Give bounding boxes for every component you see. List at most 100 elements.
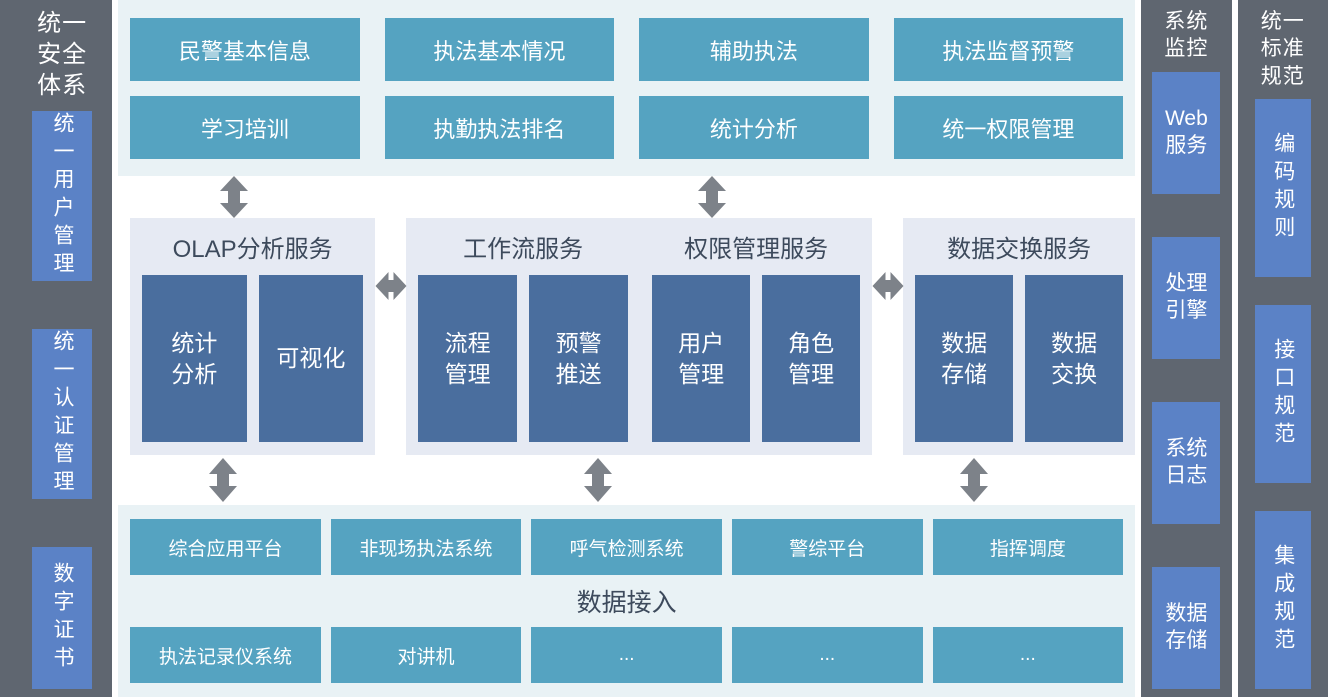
- app-box-police-basic-info[interactable]: 民警基本信息: [130, 18, 360, 81]
- service-sub-label: 数据交换: [1051, 330, 1098, 387]
- service-panel-title: 工作流服务: [463, 236, 584, 263]
- service-layer: OLAP分析服务 统计分析 可视化 工作流服务: [118, 218, 1136, 455]
- sidebar-item-label: 统一认证管理: [51, 329, 74, 498]
- data-source-walkie-talkie[interactable]: 对讲机: [330, 627, 522, 683]
- app-box-assisted-enforcement[interactable]: 辅助执法: [639, 18, 869, 81]
- sidebar-item-digital-certificate[interactable]: 数字证书: [32, 547, 92, 689]
- arrow-band-lower: [118, 455, 1136, 505]
- sidebar-item-label: 统一用户管理: [51, 111, 74, 280]
- service-panel-data-exchange: 数据交换服务 数据存储 数据交换: [903, 218, 1136, 455]
- monitor-item-data-storage[interactable]: 数据存储: [1152, 566, 1221, 689]
- data-source-placeholder-3[interactable]: ...: [932, 627, 1124, 683]
- service-sub-user-mgmt[interactable]: 用户管理: [652, 275, 751, 442]
- data-source-police-platform[interactable]: 警综平台: [731, 519, 923, 575]
- service-sub-label: 数据存储: [941, 330, 988, 387]
- divider-right-2: [1231, 0, 1238, 697]
- service-sub-label: 预警推送: [555, 330, 602, 387]
- data-source-label: ...: [819, 644, 836, 665]
- service-sub-visualization[interactable]: 可视化: [258, 275, 364, 442]
- service-panel-title: 数据交换服务: [947, 236, 1092, 263]
- data-source-breath-test-system[interactable]: 呼气检测系统: [531, 519, 722, 575]
- monitor-item-system-log[interactable]: 系统日志: [1152, 401, 1221, 524]
- app-box-label: 学习培训: [200, 116, 289, 142]
- standard-item-integration-spec[interactable]: 集成规范: [1254, 510, 1311, 689]
- service-connector-1: [375, 218, 407, 455]
- service-sub-process-mgmt[interactable]: 流程管理: [418, 275, 518, 442]
- application-layer: 民警基本信息 执法基本情况 辅助执法 执法监督预警 学习培训 执勤执法排名: [118, 0, 1136, 176]
- service-sub-statistical-analysis[interactable]: 统计分析: [142, 275, 247, 442]
- service-connector-2: [872, 218, 904, 455]
- standard-sidebar-items: 编码规则 接口规范 集成规范: [1244, 90, 1322, 689]
- sidebar-item-unified-auth-mgmt[interactable]: 统一认证管理: [32, 328, 92, 499]
- app-box-label: 执法基本情况: [433, 38, 566, 64]
- standard-item-coding-rules[interactable]: 编码规则: [1254, 98, 1311, 277]
- monitor-item-label: 系统日志: [1165, 436, 1208, 487]
- sidebar-item-unified-user-mgmt[interactable]: 统一用户管理: [32, 110, 92, 281]
- data-source-label: ...: [1019, 644, 1036, 665]
- service-sub-label: 流程管理: [444, 330, 491, 387]
- service-sub-data-storage[interactable]: 数据存储: [915, 275, 1014, 442]
- standard-sidebar-title: 统一标准规范: [1260, 10, 1305, 88]
- divider-right-1: [1135, 0, 1142, 697]
- data-row-bottom: 执法记录仪系统 对讲机 ... ... ...: [130, 627, 1124, 683]
- double-arrow-vertical-icon: [960, 458, 989, 502]
- monitor-item-processing-engine[interactable]: 处理引擎: [1152, 236, 1221, 359]
- app-box-duty-enforcement-ranking[interactable]: 执勤执法排名: [384, 96, 615, 159]
- service-subs: 统计分析 可视化: [142, 268, 364, 442]
- standard-sidebar: 统一标准规范 编码规则 接口规范 集成规范: [1237, 0, 1328, 697]
- data-source-label: 综合应用平台: [168, 538, 283, 560]
- app-box-label: 执法监督预警: [942, 38, 1075, 64]
- data-source-offsite-enforcement-system[interactable]: 非现场执法系统: [330, 519, 522, 575]
- divider-left: [112, 0, 119, 697]
- application-row-2: 学习培训 执勤执法排名 统计分析 统一权限管理: [130, 96, 1124, 159]
- data-source-command-dispatch[interactable]: 指挥调度: [932, 519, 1124, 575]
- double-arrow-vertical-icon: [220, 176, 249, 218]
- left-sidebar-title: 统一安全体系: [37, 10, 88, 100]
- data-source-integrated-app-platform[interactable]: 综合应用平台: [130, 519, 321, 575]
- left-sidebar-items: 统一用户管理 统一认证管理 数字证书: [6, 102, 106, 689]
- service-sub-alert-push[interactable]: 预警推送: [529, 275, 629, 442]
- data-source-label: 非现场执法系统: [359, 538, 493, 560]
- app-box-label: 统一权限管理: [942, 116, 1075, 142]
- app-box-statistical-analysis[interactable]: 统计分析: [639, 96, 869, 159]
- left-sidebar-security: 统一安全体系 统一用户管理 统一认证管理 数字证书: [0, 0, 113, 697]
- app-box-label: 执勤执法排名: [433, 116, 566, 142]
- double-arrow-horizontal-icon: [872, 272, 904, 300]
- service-subs: 用户管理 角色管理: [652, 268, 861, 442]
- service-subs: 流程管理 预警推送: [418, 268, 629, 442]
- data-source-label: 执法记录仪系统: [158, 646, 292, 668]
- data-source-placeholder-2[interactable]: ...: [731, 627, 923, 683]
- arrow-band-upper: [118, 176, 1136, 218]
- app-box-training[interactable]: 学习培训: [130, 96, 360, 159]
- double-arrow-vertical-icon: [584, 458, 613, 502]
- data-layer: 综合应用平台 非现场执法系统 呼气检测系统 警综平台 指挥调度 数据接入 执: [118, 505, 1136, 697]
- application-row-1: 民警基本信息 执法基本情况 辅助执法 执法监督预警: [130, 18, 1124, 81]
- service-sub-label: 可视化: [276, 345, 346, 372]
- data-row-top: 综合应用平台 非现场执法系统 呼气检测系统 警综平台 指挥调度: [130, 519, 1124, 575]
- service-sub-role-mgmt[interactable]: 角色管理: [762, 275, 861, 442]
- data-source-law-enforcement-recorder-system[interactable]: 执法记录仪系统: [130, 627, 321, 683]
- service-panel-olap: OLAP分析服务 统计分析 可视化: [130, 218, 376, 455]
- data-source-label: 呼气检测系统: [569, 538, 684, 560]
- service-panel-permission: 权限管理服务 用户管理 角色管理: [640, 218, 873, 455]
- standard-item-label: 编码规则: [1271, 131, 1295, 244]
- app-box-unified-permission-mgmt[interactable]: 统一权限管理: [893, 96, 1124, 159]
- service-sub-label: 用户管理: [678, 330, 725, 387]
- app-box-enforcement-supervision-alert[interactable]: 执法监督预警: [893, 18, 1124, 81]
- service-sub-label: 统计分析: [171, 330, 218, 387]
- data-layer-title: 数据接入: [576, 589, 677, 617]
- double-arrow-horizontal-icon: [375, 272, 407, 300]
- service-panel-title: OLAP分析服务: [172, 236, 333, 263]
- service-sub-data-exchange[interactable]: 数据交换: [1025, 275, 1124, 442]
- monitor-item-label: 数据存储: [1165, 602, 1208, 652]
- service-sub-label: 角色管理: [788, 330, 835, 387]
- app-box-enforcement-basics[interactable]: 执法基本情况: [384, 18, 615, 81]
- standard-item-label: 接口规范: [1271, 337, 1295, 450]
- standard-item-label: 集成规范: [1271, 543, 1295, 656]
- data-source-placeholder-1[interactable]: ...: [531, 627, 722, 683]
- standard-item-interface-spec[interactable]: 接口规范: [1254, 304, 1311, 483]
